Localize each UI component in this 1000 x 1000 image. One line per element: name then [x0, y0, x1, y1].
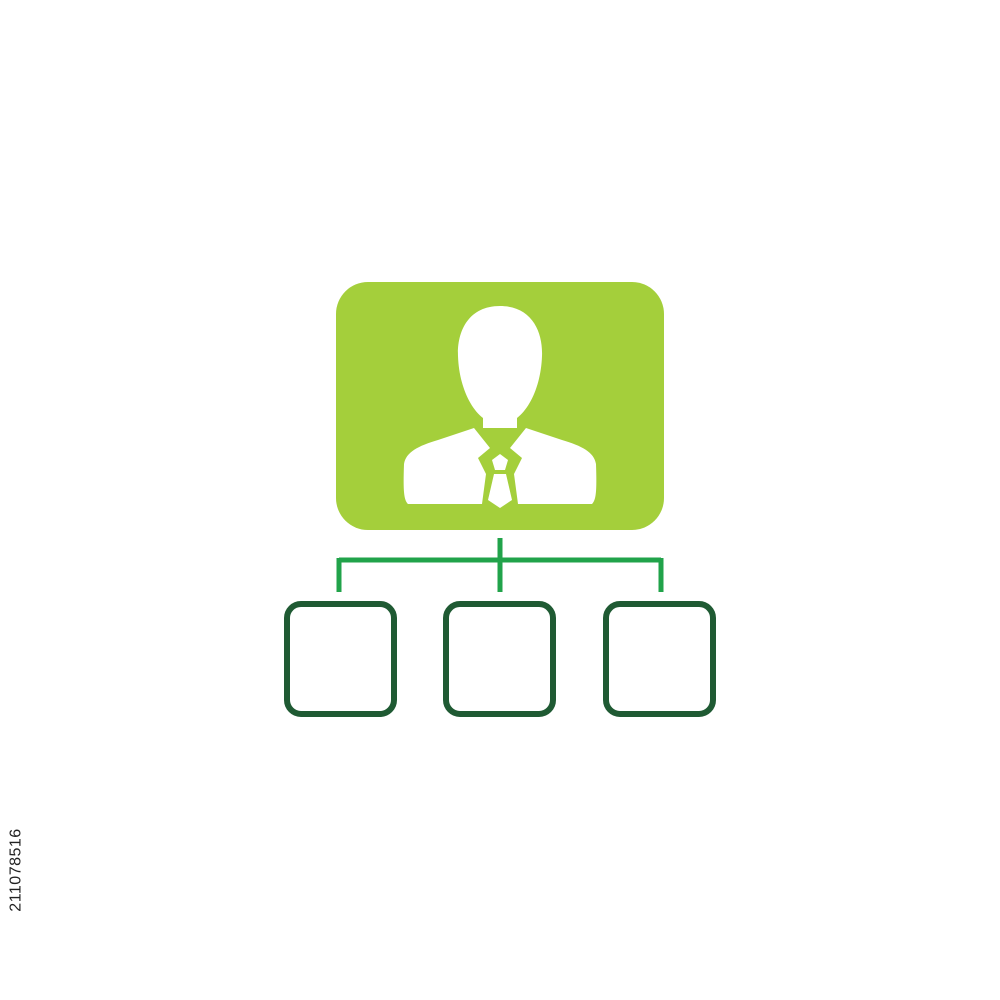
- stock-id-label: 211078516: [2, 770, 32, 970]
- hierarchy-connector: [336, 538, 664, 592]
- child-box-left: [284, 601, 397, 717]
- person-icon: [403, 306, 597, 508]
- stock-id-text: 211078516: [8, 828, 25, 912]
- child-box-right: [603, 601, 716, 717]
- child-box-center: [443, 601, 556, 717]
